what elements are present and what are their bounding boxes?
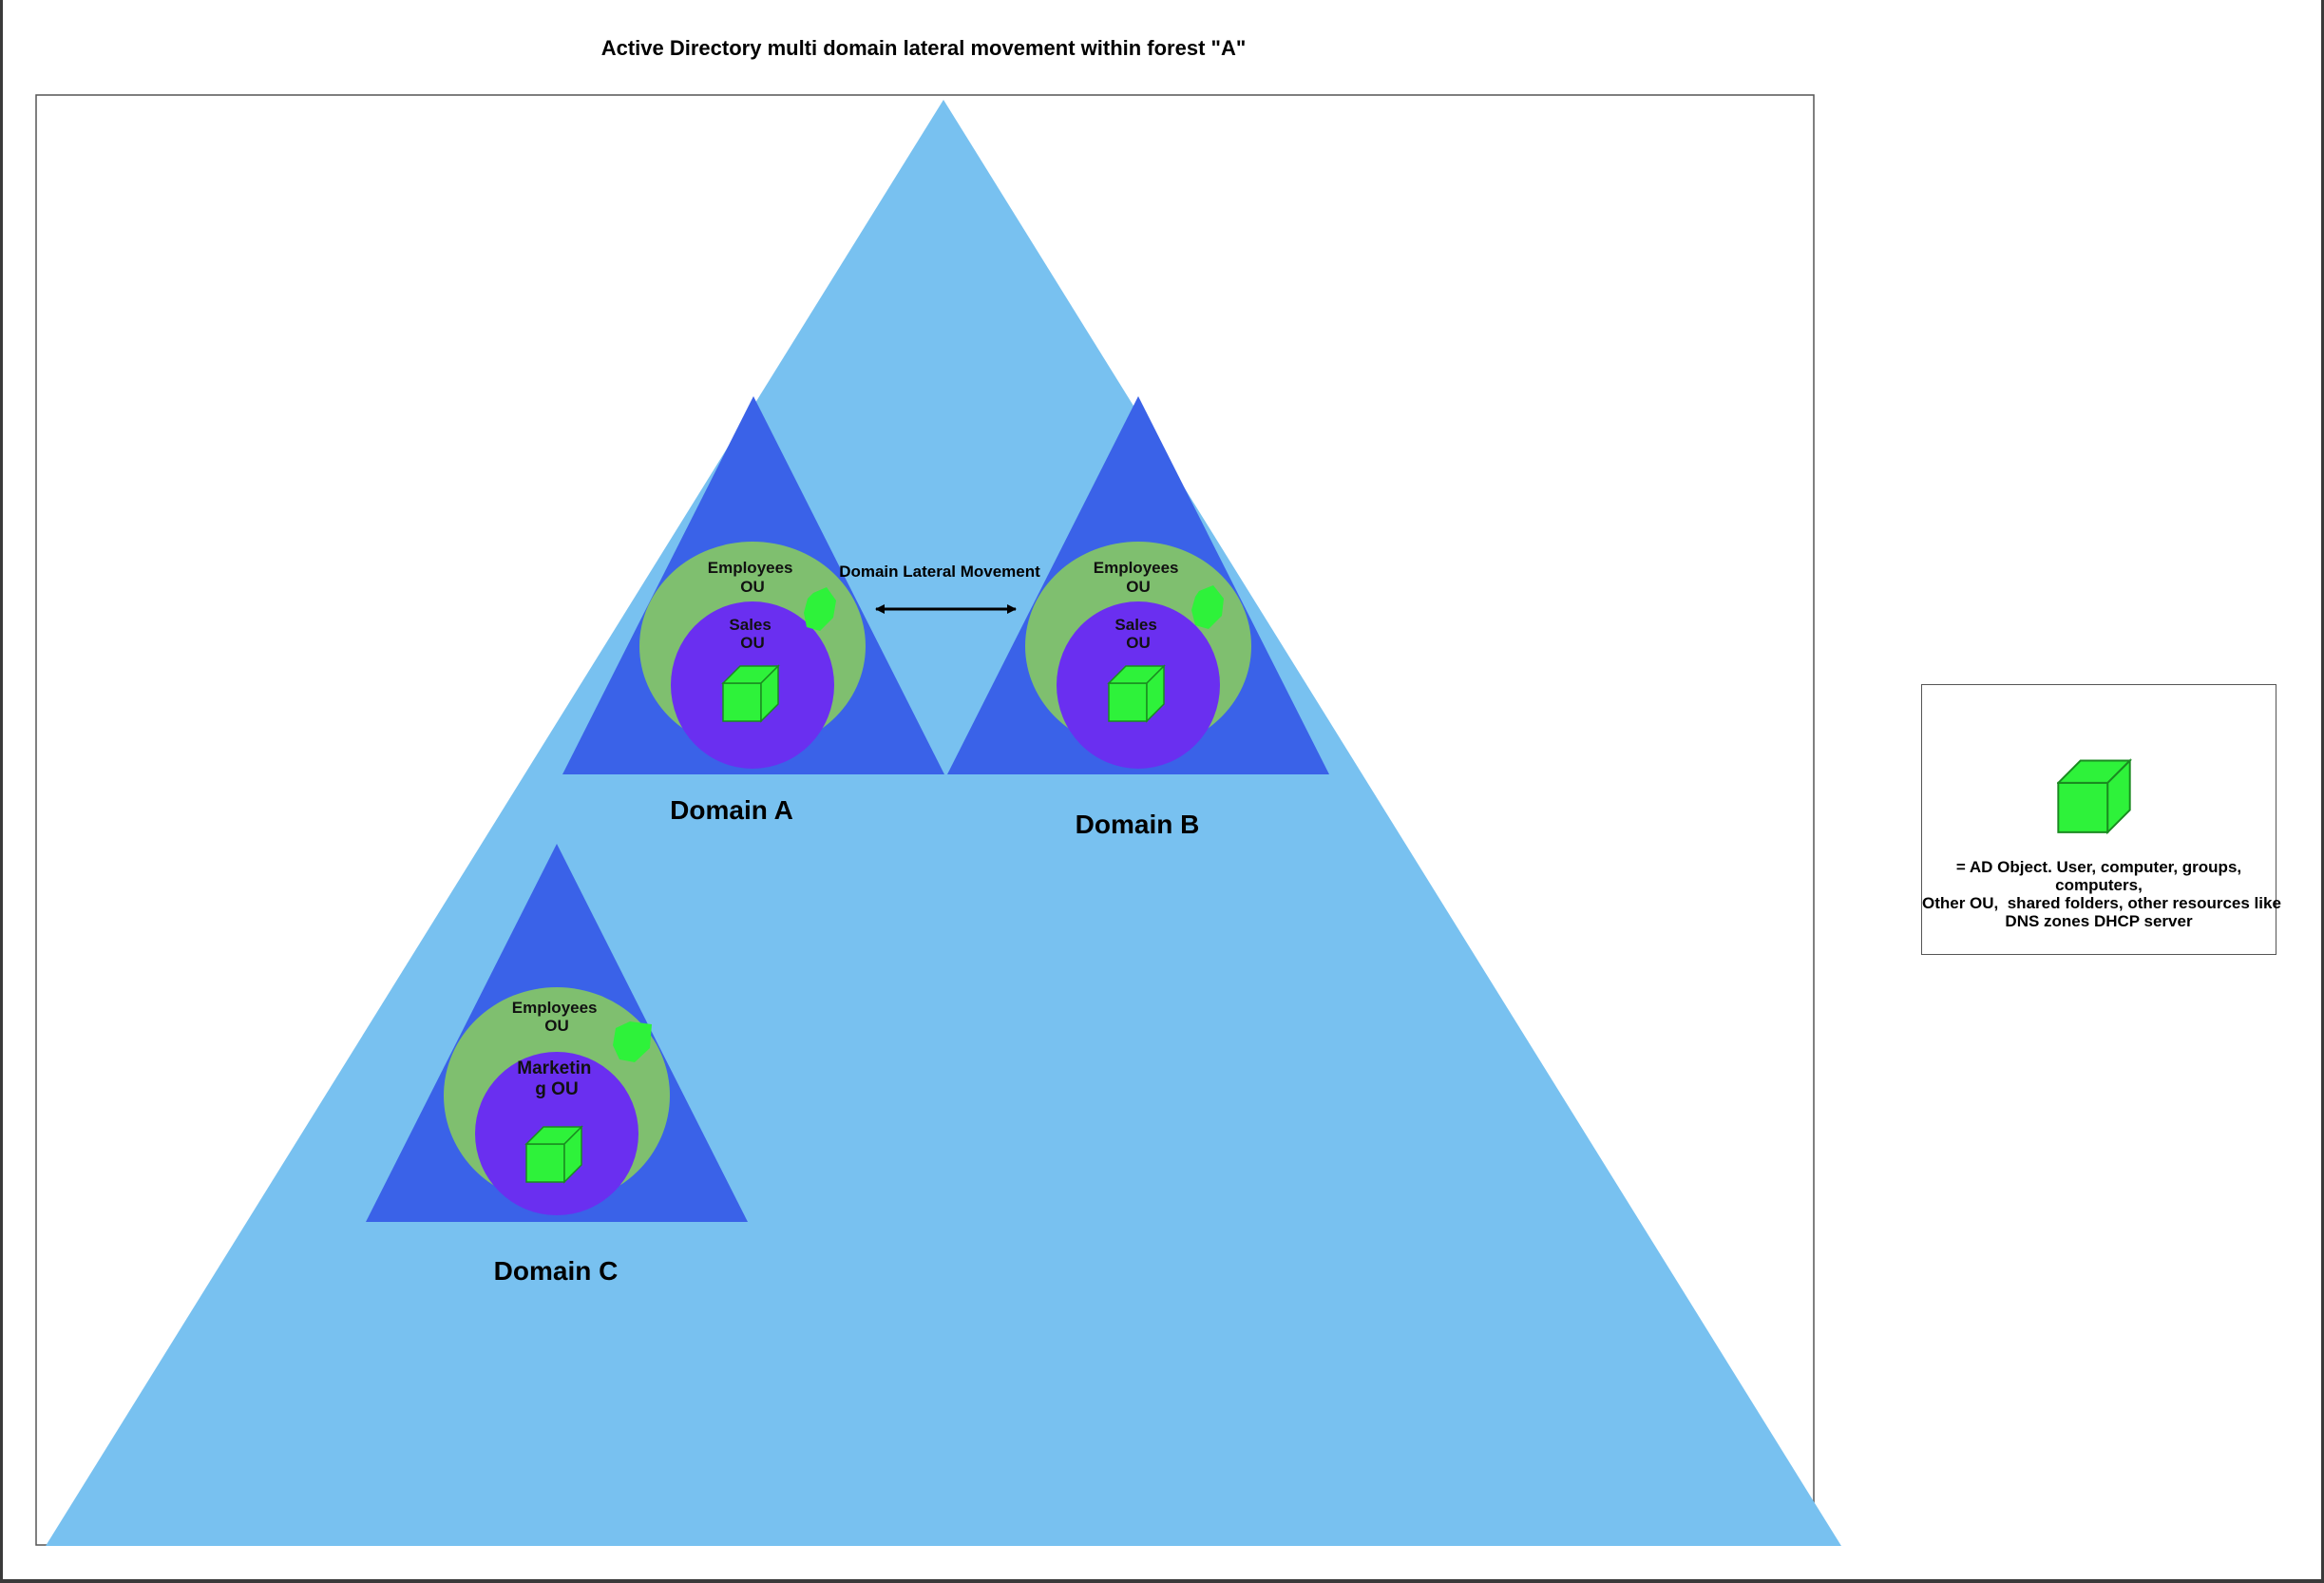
legend-line: = AD Object. User, computer, groups, [1955,858,2242,876]
legend-line: computers, [2055,876,2143,894]
legend-line: DNS zones DHCP server [2005,912,2193,930]
domain-a-ad-object-blob [804,587,836,631]
domain-a-employees-ou-label: Employees OU [708,559,798,596]
domain-b: Employees OU Sales OU Domain B [947,396,1329,839]
lateral-movement-arrow: Domain Lateral Movement [839,563,1040,614]
legend-line: Other OU, shared folders, other resource… [1922,894,2281,912]
domain-c-ad-object-blob [613,1021,652,1062]
cube-icon [525,1126,582,1183]
domain-b-label: Domain B [1076,810,1200,839]
domain-b-sales-ou-label: Sales OU [1114,616,1161,652]
legend-text: = AD Object. User, computer, groups, com… [1922,858,2281,930]
domain-c-label: Domain C [494,1256,619,1286]
legend-box: = AD Object. User, computer, groups, com… [1921,684,2281,955]
domain-a-label: Domain A [670,795,793,825]
domain-a-sales-ou-label: Sales OU [729,616,775,652]
cube-icon [1108,665,1165,722]
domain-c: Employees OU Marketin g OU Domain C [366,844,748,1286]
lateral-movement-label: Domain Lateral Movement [839,563,1040,581]
domain-c-marketing-ou-label: Marketin g OU [517,1059,596,1099]
forest-triangle [46,100,1841,1546]
domain-c-employees-ou-label: Employees OU [512,999,602,1035]
diagram-title: Active Directory multi domain lateral mo… [601,36,1247,60]
cube-icon [2057,759,2131,833]
domain-a: Employees OU Sales OU Domain A [562,396,944,825]
cube-icon [722,665,779,722]
domain-b-employees-ou-label: Employees OU [1094,559,1184,596]
domain-b-ad-object-blob [1191,585,1224,629]
